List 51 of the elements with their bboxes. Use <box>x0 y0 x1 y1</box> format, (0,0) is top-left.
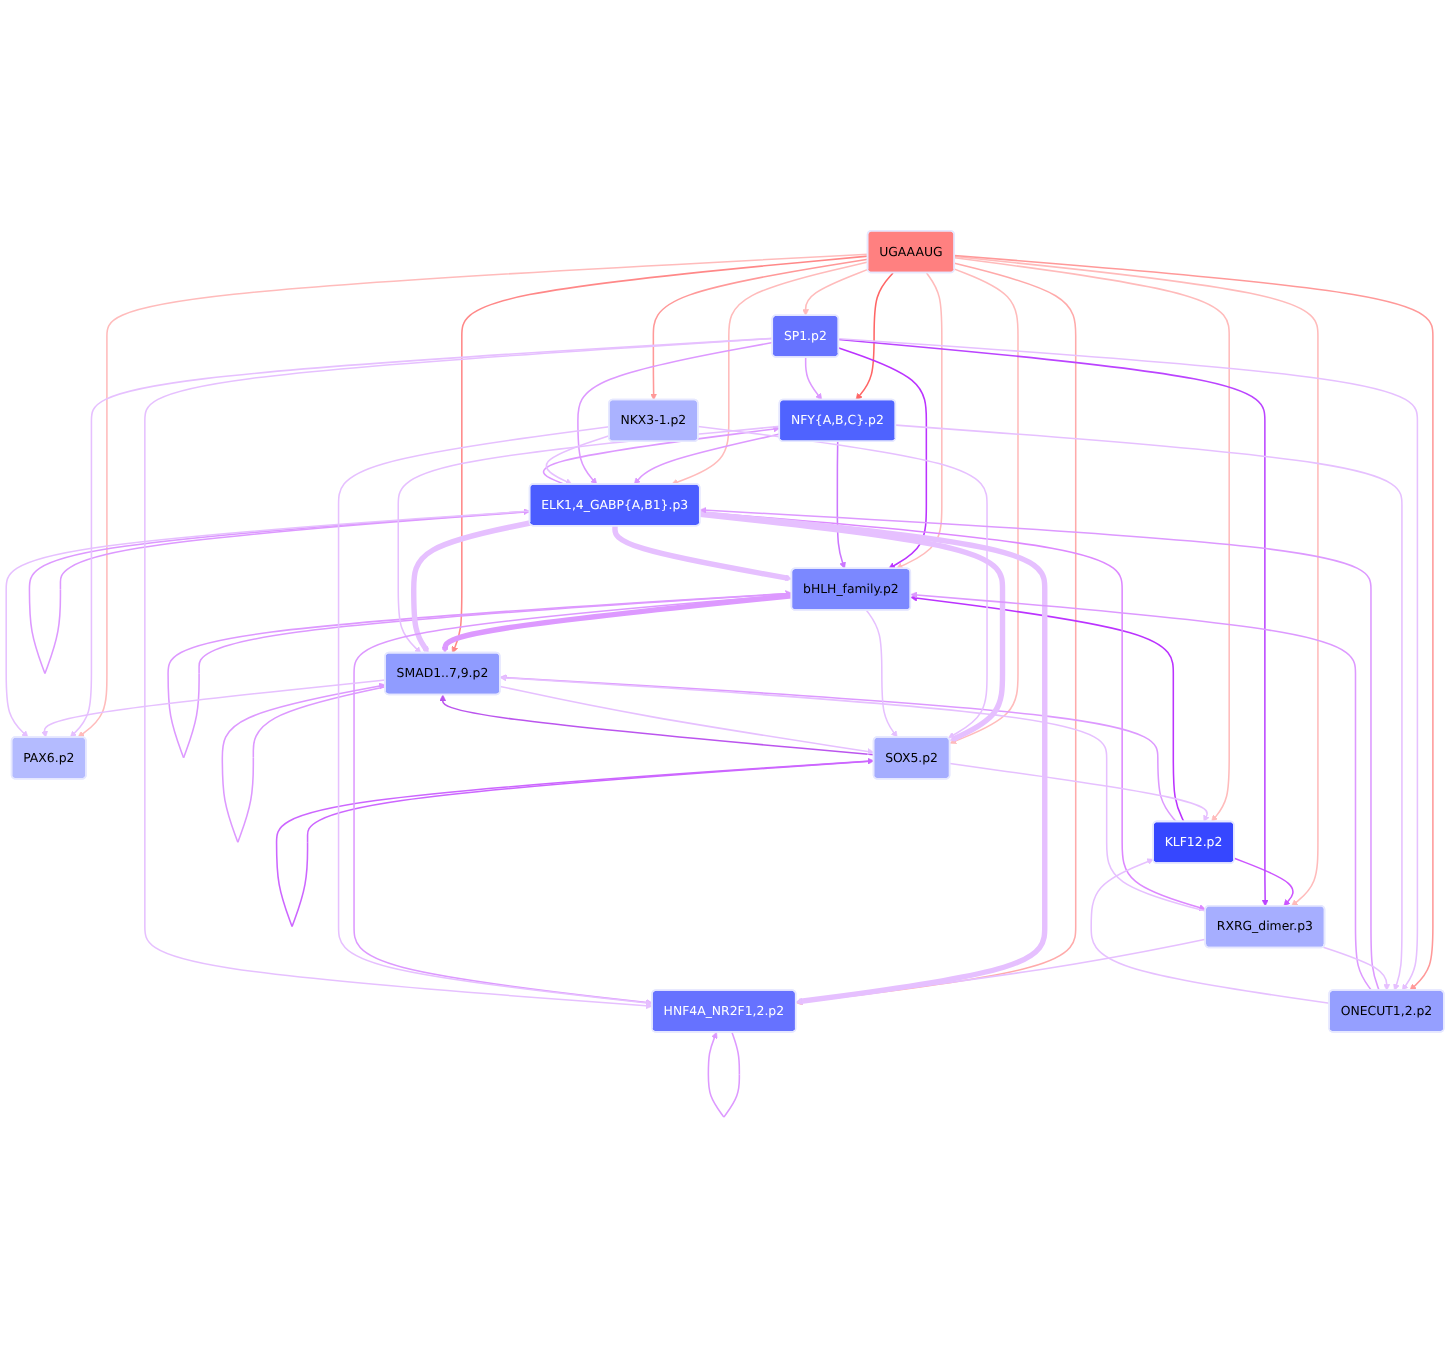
arrow <box>28 508 531 675</box>
arrow <box>633 433 781 485</box>
arrow <box>953 257 1230 823</box>
arrow <box>650 258 869 401</box>
arrow <box>836 440 846 569</box>
arrow <box>1233 857 1294 907</box>
arrow <box>500 674 1177 823</box>
arrow <box>895 424 1403 991</box>
arrow <box>910 591 1373 992</box>
arrow <box>671 261 869 486</box>
arrow <box>804 356 823 401</box>
arrow <box>949 268 1019 745</box>
arrow <box>953 255 1319 907</box>
arrow <box>167 590 793 759</box>
arrow <box>865 609 898 738</box>
arrow <box>949 762 1210 823</box>
arrow <box>953 254 1434 991</box>
arrow <box>499 685 875 755</box>
arrow <box>353 593 793 1006</box>
arrow <box>451 255 869 654</box>
arrow <box>707 1031 741 1118</box>
arrow <box>337 426 653 1007</box>
arrow <box>1322 946 1391 991</box>
arrow <box>1090 858 1331 1004</box>
arrow <box>838 338 1269 907</box>
arrow <box>77 253 869 738</box>
arrow <box>855 272 894 401</box>
arrow <box>439 694 875 756</box>
arrow <box>5 510 531 738</box>
arrow <box>699 511 1006 742</box>
arrow <box>577 341 774 485</box>
arrow <box>41 679 387 738</box>
arrow <box>699 506 1380 992</box>
arrow <box>411 520 531 654</box>
arrow <box>838 347 928 569</box>
arrow <box>542 425 780 486</box>
arrow <box>697 425 988 739</box>
arrow <box>699 511 1206 911</box>
arrow <box>896 272 943 570</box>
arrow <box>838 337 1419 991</box>
arrow <box>221 682 387 843</box>
arrow <box>910 594 1185 823</box>
arrow <box>802 268 869 316</box>
arrow <box>70 337 774 738</box>
arrow <box>275 757 875 928</box>
arrow <box>545 434 610 485</box>
arrow <box>500 674 1207 912</box>
arrow <box>699 510 1048 1005</box>
arrow <box>612 526 793 582</box>
arrow <box>441 593 793 654</box>
arrow <box>144 337 774 1010</box>
